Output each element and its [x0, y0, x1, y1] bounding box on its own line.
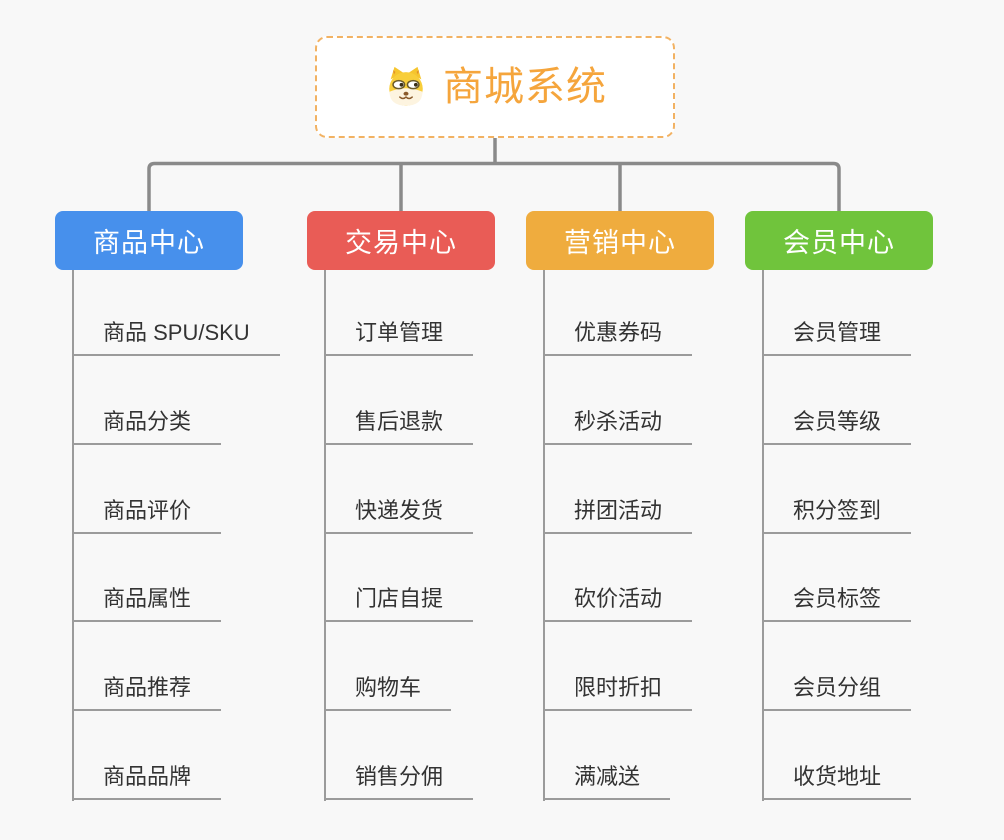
subtopic-item[interactable]: 订单管理 [325, 320, 474, 356]
branch-child-line [72, 270, 74, 801]
subtopic-item[interactable]: 收货地址 [763, 764, 912, 800]
dog-face-icon [389, 66, 423, 106]
subtopic-item[interactable]: 售后退款 [325, 409, 474, 445]
subtopic-item[interactable]: 商品评价 [73, 498, 222, 534]
subtopic-item[interactable]: 销售分佣 [325, 764, 474, 800]
branch-topic-label: 商品中心 [93, 228, 205, 258]
subtopic-item[interactable]: 商品推荐 [73, 675, 222, 711]
subtopic-item[interactable]: 商品 SPU/SKU [73, 320, 280, 356]
branch-topic-1[interactable]: 商品中心 [55, 211, 243, 270]
subtopic-item[interactable]: 会员标签 [763, 586, 912, 622]
branch-child-line [324, 270, 326, 801]
subtopic-item[interactable]: 砍价活动 [544, 586, 693, 622]
branch-child-line [543, 270, 545, 801]
subtopic-item[interactable]: 优惠券码 [544, 320, 693, 356]
branch-topic-label: 会员中心 [783, 228, 895, 258]
branch-child-line [762, 270, 764, 801]
subtopic-item[interactable]: 快递发货 [325, 498, 474, 534]
subtopic-item[interactable]: 秒杀活动 [544, 409, 693, 445]
branch-topic-label: 交易中心 [345, 228, 457, 258]
subtopic-item[interactable]: 拼团活动 [544, 498, 693, 534]
branch-topic-4[interactable]: 会员中心 [745, 211, 933, 270]
subtopic-item[interactable]: 会员等级 [763, 409, 912, 445]
subtopic-item[interactable]: 满减送 [544, 764, 671, 800]
root-topic-title: 商城系统 [443, 65, 607, 109]
root-topic[interactable]: 商城系统 [315, 36, 675, 138]
subtopic-item[interactable]: 会员管理 [763, 320, 912, 356]
branch-topic-2[interactable]: 交易中心 [307, 211, 495, 270]
subtopic-item[interactable]: 商品属性 [73, 586, 222, 622]
branch-topic-label: 营销中心 [564, 228, 676, 258]
subtopic-item[interactable]: 积分签到 [763, 498, 912, 534]
subtopic-item[interactable]: 商品分类 [73, 409, 222, 445]
branch-topic-3[interactable]: 营销中心 [526, 211, 714, 270]
subtopic-item[interactable]: 商品品牌 [73, 764, 222, 800]
subtopic-item[interactable]: 购物车 [325, 675, 452, 711]
subtopic-item[interactable]: 限时折扣 [544, 675, 693, 711]
subtopic-item[interactable]: 门店自提 [325, 586, 474, 622]
subtopic-item[interactable]: 会员分组 [763, 675, 912, 711]
